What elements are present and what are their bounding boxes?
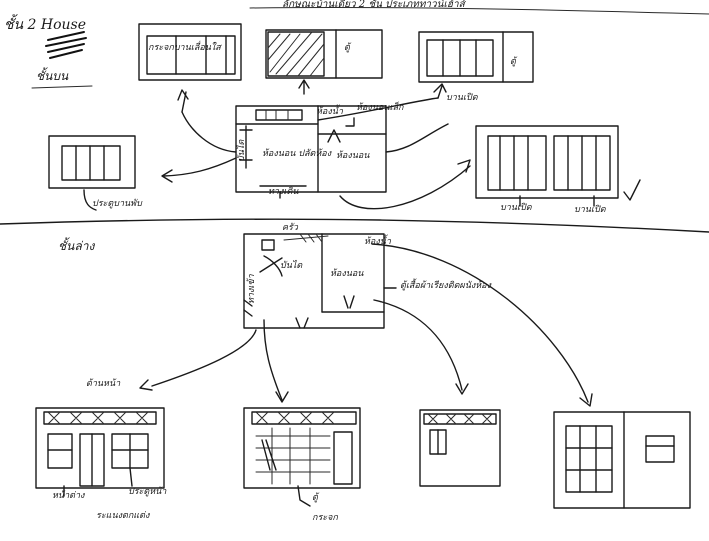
elevation-top-center (265, 29, 383, 95)
label-upper-small-room: ห้องนอนเล็ก (356, 103, 404, 113)
arrow-up-left (181, 111, 237, 153)
floor-divider (0, 218, 709, 233)
lower-heading: ชั้นล่าง (58, 239, 95, 253)
label-upper-bedroom: ห้องนอน (336, 151, 370, 161)
lower-floor-plan (243, 233, 397, 329)
elevation-top-left (138, 23, 242, 113)
label-lower-view-1-note-2: ประตูหน้า (128, 487, 167, 497)
arrow-lower-far-right (371, 243, 589, 403)
label-front: ด้านหน้า (86, 379, 121, 389)
arrow-right (385, 123, 449, 153)
upper-heading-2: ชั้นบน (36, 69, 69, 83)
label-lower-entry: ทางเข้า (247, 274, 257, 304)
label-lower-stair: บันได (280, 261, 303, 271)
arrow-up-right (317, 97, 439, 121)
elevation-top-right (418, 31, 534, 99)
label-lower-view-1-note-1: หน้าต่าง (52, 491, 85, 501)
page-title: ลักษณะบ้านเดี่ยว 2 ชั้น ประเภททาวน์เฮ้าส… (282, 0, 465, 10)
arrow-lower-center (263, 319, 283, 401)
elevation-right-upper (475, 125, 641, 207)
elevation-lower-1 (35, 407, 165, 497)
arrow-lower-left (151, 329, 257, 387)
label-top-left-view: กระจกบานเลื่อนใส (148, 43, 221, 53)
label-lower-kitchen: ครัว (282, 223, 298, 233)
label-right-view-note-2: บานเปิด (574, 205, 606, 215)
label-top-center-view: ตู้ (344, 43, 350, 53)
heading-scribble (31, 31, 93, 89)
arrow-lower-right (373, 299, 463, 391)
elevation-lower-2 (243, 407, 361, 507)
elevation-left-upper (48, 135, 136, 211)
label-lower-toilet: ห้องน้ำ (364, 237, 391, 247)
label-lower-view-2-note-1: ตู้ (312, 493, 318, 503)
arrow-down-right (339, 165, 471, 210)
elevation-lower-3 (419, 409, 501, 487)
label-lower-view-1-note-3: ระแนงตกแต่ง (96, 511, 150, 521)
label-upper-bathroom: ห้องน้ำ (316, 107, 343, 117)
arrow-left (163, 157, 237, 177)
label-lower-wardrobe: ตู้เสื้อผ้าเรียงติดผนังห้อง (400, 281, 491, 291)
label-upper-left-room: ห้องนอน ปลัดห้อง (262, 149, 332, 159)
label-upper-stair: บันได (237, 139, 247, 162)
label-right-view-note-1: บานเปิด (500, 203, 532, 213)
label-top-right-view: ตู้ (510, 57, 516, 67)
title-line (249, 6, 709, 15)
label-left-view-note: ประตูบานพับ (92, 199, 142, 209)
label-upper-corridor: ทางเดิน (268, 187, 299, 197)
upper-heading-1: ชั้น 2 House (4, 17, 87, 33)
elevation-lower-4 (553, 411, 691, 509)
label-lower-living: ห้องนอน (330, 269, 364, 279)
label-lower-view-2-note-2: กระจก (312, 513, 338, 523)
label-top-right-note: บานเปิด (446, 93, 478, 103)
